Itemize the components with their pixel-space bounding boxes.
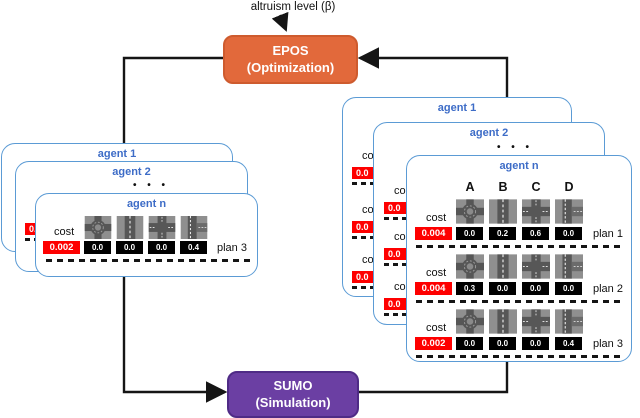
side-road-tile-icon <box>180 216 208 239</box>
left-stack-to-sumo-arrow <box>122 277 228 403</box>
plan-value: 0.4 <box>180 241 207 254</box>
fragment-dashed-line <box>352 182 379 185</box>
plan-label: plan 2 <box>593 282 623 295</box>
plan-label: plan 3 <box>593 337 623 350</box>
plan-label: plan 3 <box>217 242 247 254</box>
crossroad-tile-icon <box>522 308 550 335</box>
fragment-dashed-line <box>384 263 411 266</box>
roundabout-tile-icon <box>456 198 484 225</box>
roundabout-tile-icon <box>84 216 112 239</box>
straight-road-tile-icon <box>489 308 517 335</box>
agent-2-label: agent 2 <box>112 166 151 178</box>
agent-n-label: agent n <box>126 198 167 210</box>
fragment-dashed-line <box>384 313 411 316</box>
plan-separator-dashed-line <box>416 245 623 248</box>
column-header-c: C <box>531 180 541 194</box>
plan-label: plan 1 <box>593 227 623 240</box>
plan-value: 0.0 <box>555 227 582 240</box>
crossroad-tile-icon <box>148 216 176 239</box>
altruism-dashed-arrow <box>271 11 289 32</box>
epos-title: EPOS <box>272 42 309 58</box>
fragment-dashed-line <box>384 217 411 220</box>
right-stack-ellipsis: • • • <box>497 142 534 153</box>
side-road-tile-icon <box>555 308 583 335</box>
straight-road-tile-icon <box>116 216 144 239</box>
straight-road-tile-icon <box>489 198 517 225</box>
straight-road-tile-icon <box>489 253 517 280</box>
fragment-dashed-line <box>352 286 379 289</box>
fragment-dashed-line <box>352 236 379 239</box>
roundabout-tile-icon <box>456 253 484 280</box>
plan-value: 0.0 <box>456 227 483 240</box>
crossroad-tile-icon <box>522 253 550 280</box>
plan-value: 0.0 <box>116 241 143 254</box>
side-road-tile-icon <box>555 198 583 225</box>
roundabout-tile-icon <box>456 308 484 335</box>
plan-separator-dashed-line <box>416 300 623 303</box>
cost-label: cost <box>426 322 447 334</box>
plan-value: 0.6 <box>522 227 549 240</box>
cost-label: cost <box>54 226 75 238</box>
plan-value: 0.0 <box>84 241 111 254</box>
crossroad-tile-icon <box>522 198 550 225</box>
cost-label: cost <box>426 267 447 279</box>
left-stack-ellipsis: • • • <box>133 180 170 191</box>
agent-2-label: agent 2 <box>469 127 509 139</box>
column-header-a: A <box>465 180 475 194</box>
sumo-node: SUMO (Simulation) <box>227 371 359 418</box>
epos-subtitle: (Optimization) <box>246 59 335 75</box>
plan-value: 0.2 <box>489 227 516 240</box>
column-header-b: B <box>498 180 508 194</box>
agent-n-label: agent n <box>499 160 539 172</box>
agent-1-label: agent 1 <box>97 148 137 160</box>
sumo-to-right-stack-line <box>355 362 509 394</box>
right-agent-n-card: agent n A B C D cost 0.004 0.0 0.2 <box>406 155 632 362</box>
cost-label: cost <box>426 212 447 224</box>
plan-cost-value: 0.002 <box>415 337 452 350</box>
epos-node: EPOS (Optimization) <box>223 35 358 84</box>
plan-cost-value: 0.002 <box>43 241 80 254</box>
side-road-tile-icon <box>555 253 583 280</box>
plan-value: 0.0 <box>489 282 516 295</box>
plan-value: 0.0 <box>522 337 549 350</box>
plan-value: 0.0 <box>148 241 175 254</box>
plan-value: 0.0 <box>555 282 582 295</box>
right-stack-to-epos-arrow <box>357 47 509 97</box>
plan-value: 0.0 <box>489 337 516 350</box>
altruism-level-label: altruism level (β) <box>250 1 336 13</box>
plan-value: 0.0 <box>522 282 549 295</box>
plan-value: 0.4 <box>555 337 582 350</box>
sumo-title: SUMO <box>273 377 313 393</box>
plan-value: 0.3 <box>456 282 483 295</box>
left-agent-n-card: agent n cost 0.002 0.0 0.0 0.0 0.4 plan … <box>35 193 258 277</box>
plan-cost-value: 0.004 <box>415 282 452 295</box>
plan-separator-dashed-line <box>46 259 251 262</box>
column-header-d: D <box>564 180 574 194</box>
plan-value: 0.0 <box>456 337 483 350</box>
plan-cost-value: 0.004 <box>415 227 452 240</box>
agent-1-label: agent 1 <box>437 102 477 114</box>
sumo-subtitle: (Simulation) <box>255 394 331 410</box>
epos-to-left-stack-line <box>122 56 223 143</box>
plan-separator-dashed-line <box>416 355 623 358</box>
